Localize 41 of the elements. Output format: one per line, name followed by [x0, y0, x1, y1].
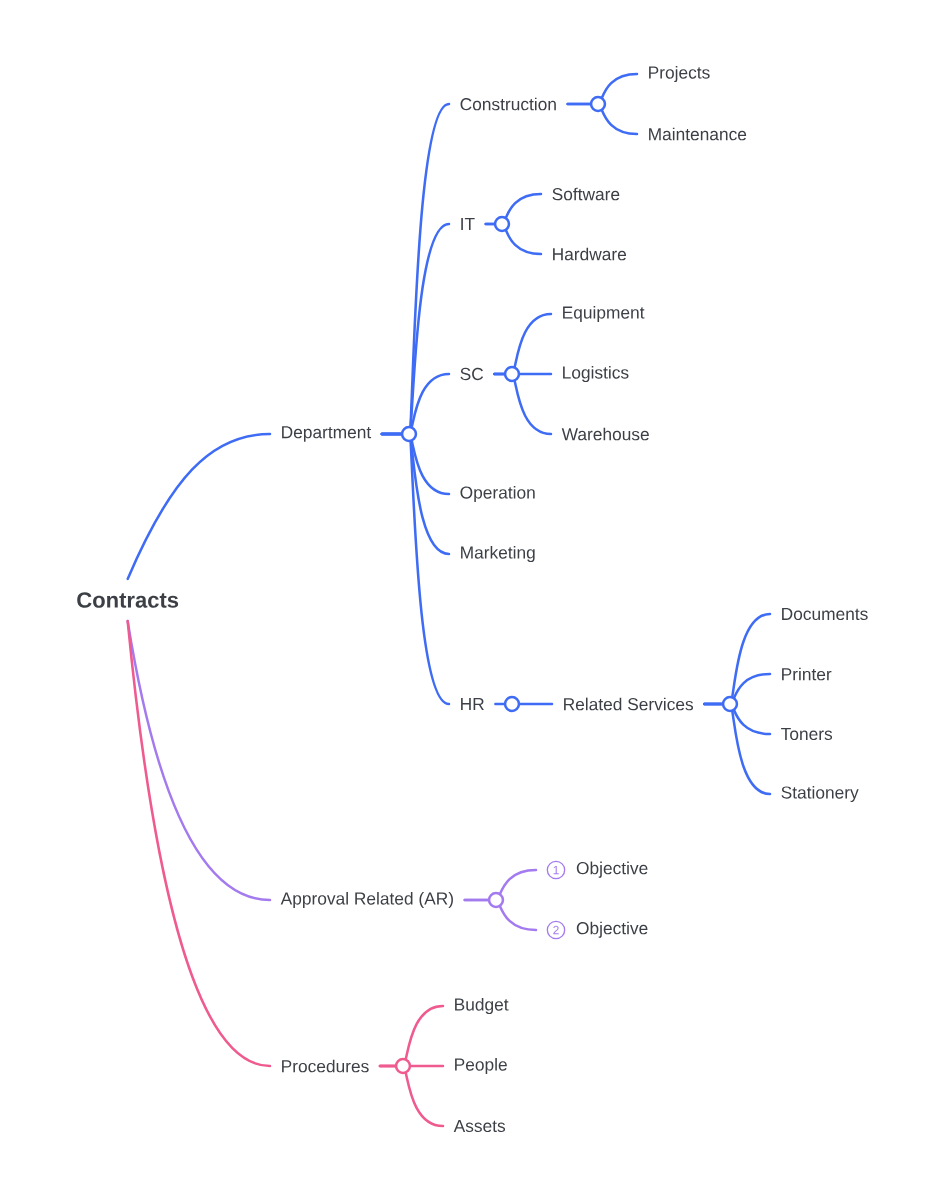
- number-badge: 2: [546, 920, 566, 940]
- topic-label: Construction: [460, 97, 556, 111]
- branch-line: [380, 432, 451, 706]
- topic-label: Marketing: [461, 545, 535, 563]
- number-badge: 1: [546, 860, 566, 880]
- topic-label: Logistics: [563, 365, 629, 383]
- topic-label: Maintenance: [649, 127, 747, 141]
- topic-label: Stationery: [781, 785, 859, 803]
- topic-label: Budget: [455, 997, 509, 1015]
- branch-line: [126, 432, 272, 581]
- topic-label: Objective: [576, 921, 648, 938]
- topic-label: Assets: [453, 1119, 506, 1133]
- topic-label: Equipment: [563, 305, 645, 323]
- branch-line: [378, 1064, 445, 1128]
- topic-label: Printer: [782, 667, 832, 681]
- topic-label: Contracts: [77, 592, 179, 608]
- topic-label: Hardware: [553, 247, 626, 261]
- topic-label: Projects: [649, 65, 710, 83]
- topic-label: Objective: [576, 861, 648, 878]
- topic-label: Department: [282, 426, 372, 442]
- topic-label: Documents: [782, 607, 868, 621]
- topic-label: Toners: [781, 727, 833, 741]
- topic-label: Software: [552, 187, 620, 201]
- branch-line: [494, 702, 554, 706]
- topic-label: Procedures: [282, 1059, 369, 1073]
- topic-text: [546, 860, 648, 880]
- topic-label: IT: [461, 218, 475, 230]
- topic-label: Warehouse: [561, 427, 649, 441]
- branch-line: [566, 102, 639, 136]
- topic-label: People: [455, 1057, 507, 1075]
- topic-label: Operation: [460, 485, 535, 503]
- topic-text: [546, 920, 648, 940]
- branch-line: [484, 222, 543, 256]
- topic-label: SC: [460, 367, 484, 381]
- topic-label: HR: [461, 698, 484, 710]
- topic-label: Related Services: [564, 697, 694, 711]
- branch-line: [493, 372, 553, 436]
- branch-line: [703, 702, 772, 796]
- branch-line: [126, 619, 272, 1068]
- topic-label: Approval Related (AR): [280, 891, 453, 909]
- branch-line: [463, 898, 538, 932]
